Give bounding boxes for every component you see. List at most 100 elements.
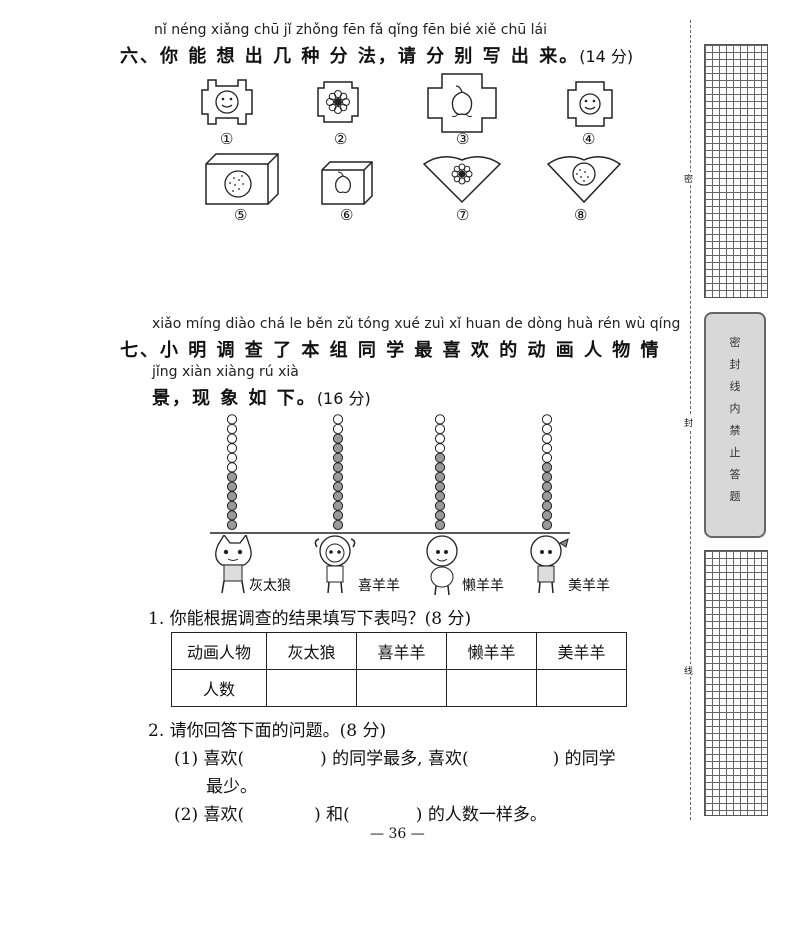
flower-icon (451, 163, 473, 185)
characters-row-2 (426, 535, 569, 596)
binding-mark-bottom: 线 (684, 664, 694, 677)
bead-empty (434, 414, 446, 425)
shape-number-6: ⑥ (340, 206, 354, 224)
bead-filled (434, 519, 446, 531)
bead-empty (332, 423, 344, 435)
seal-char: 禁 (729, 424, 741, 437)
shape-number-1: ① (220, 130, 234, 148)
bead-empty (434, 433, 446, 444)
bead-filled (226, 471, 238, 483)
answer-cell-xiyangyang[interactable] (356, 669, 447, 707)
bead-filled (434, 462, 446, 473)
question-1: 1. 你能根据调查的结果填写下表吗？(8 分) (148, 609, 472, 629)
bead-filled (226, 510, 238, 521)
grid-panel-top (704, 44, 768, 298)
character-label-2: 喜羊羊 (358, 578, 400, 594)
bead-filled (434, 481, 446, 492)
character-label-1: 灰太狼 (249, 578, 291, 594)
section7-title-2: 景，现 象 如 下。(16 分) (152, 384, 371, 410)
shape-number-4: ④ (582, 130, 596, 148)
bead-filled (332, 443, 344, 454)
section6-pinyin: nǐ néng xiǎng chū jǐ zhǒng fēn fǎ qǐng f… (154, 22, 547, 38)
seal-char: 密 (729, 336, 741, 349)
bead-filled (541, 491, 553, 502)
bead-filled (332, 500, 344, 511)
bead-filled (434, 471, 446, 483)
section6-title: 六、你 能 想 出 几 种 分 法，请 分 别 写 出 来。(14 分) (120, 42, 633, 68)
bead-empty (434, 443, 446, 454)
seal-char: 内 (729, 402, 741, 415)
table-header-row: 动画人物 灰太狼 喜羊羊 懒羊羊 美羊羊 (171, 632, 627, 670)
bead-filled (226, 481, 238, 492)
q2-2-part-c: ) 的人数一样多。 (415, 805, 547, 825)
bead-empty (541, 414, 553, 425)
answer-cell-lanyangyang[interactable] (446, 669, 537, 707)
section7-title-2-text: 景，现 象 如 下。 (152, 388, 317, 409)
section7-score: (16 分) (316, 389, 371, 408)
q2-1-part-b: ) 的同学最多, 喜欢( (320, 749, 469, 769)
shape-1 (201, 79, 253, 125)
bead-empty (434, 423, 446, 435)
table-header-cell: 喜羊羊 (356, 632, 447, 670)
dotted-fruit-icon (224, 170, 252, 198)
table-header-cell: 动画人物 (171, 632, 267, 670)
q2-1-part-d: 最少。 (206, 777, 257, 797)
section7-title-1: 七、小 明 调 查 了 本 组 同 学 最 喜 欢 的 动 画 人 物 情 (120, 340, 661, 361)
section6-title-text: 六、你 能 想 出 几 种 分 法，请 分 别 写 出 来。 (120, 46, 580, 67)
q2-2-part-b: ) 和( (314, 805, 350, 825)
seal-char: 封 (729, 358, 741, 371)
shape-3 (427, 73, 497, 133)
seal-char: 题 (729, 490, 741, 503)
bead-filled (332, 510, 344, 521)
bead-filled (332, 481, 344, 492)
bead-empty (226, 433, 238, 444)
bead-empty (541, 443, 553, 454)
q2-1-part-c: ) 的同学 (552, 749, 616, 769)
question-2-1: (1) 喜欢() 的同学最多, 喜欢() 的同学 (174, 744, 616, 769)
bead-filled (226, 500, 238, 511)
bead-empty (541, 452, 553, 463)
question-2-2: (2) 喜欢( ) 和( ) 的人数一样多。 (174, 800, 547, 825)
bead-empty (226, 414, 238, 425)
shape-number-3: ③ (456, 130, 470, 148)
q2-2-part-a: (2) 喜欢( (174, 805, 245, 825)
bead-filled (541, 500, 553, 511)
bead-filled (226, 519, 238, 531)
bead-empty (332, 414, 344, 425)
table-row-label: 人数 (171, 669, 267, 707)
shapes-row-1 (201, 73, 613, 133)
question-2: 2. 请你回答下面的问题。(8 分) (148, 721, 387, 741)
seal-char: 答 (729, 468, 741, 481)
bead-filled (541, 510, 553, 521)
pretty-sheep-character-icon (530, 535, 569, 594)
bead-filled (434, 452, 446, 463)
bead-filled (434, 500, 446, 511)
shape-number-7: ⑦ (456, 206, 470, 224)
answer-cell-wolf[interactable] (266, 669, 357, 707)
bead-filled (332, 491, 344, 502)
character-label-3: 懒羊羊 (462, 578, 504, 594)
characters-row (215, 535, 356, 594)
bead-filled (541, 481, 553, 492)
section7-pinyin-1: xiǎo míng diào chá le běn zǔ tóng xué zu… (152, 316, 681, 332)
lazy-sheep-character-icon (426, 535, 458, 596)
bead-empty (226, 462, 238, 473)
bead-filled (332, 452, 344, 463)
bead-empty (226, 452, 238, 463)
smiley-face-icon (215, 90, 239, 114)
bead-filled (541, 471, 553, 483)
character-label-4: 美羊羊 (568, 578, 610, 594)
bead-filled (332, 433, 344, 444)
section7-pinyin-2: jǐng xiàn xiàng rú xià (152, 364, 299, 380)
binding-mark-mid: 封 (684, 416, 694, 429)
table-header-cell: 灰太狼 (266, 632, 357, 670)
bead-filled (541, 462, 553, 473)
bead-empty (226, 423, 238, 435)
shape-8 (546, 156, 622, 204)
answer-cell-meiyangyang[interactable] (536, 669, 627, 707)
shape-5 (205, 153, 279, 205)
table-row: 人数 (171, 669, 627, 707)
bead-filled (434, 510, 446, 521)
bead-filled (332, 471, 344, 483)
page-number: — 36 — (370, 826, 425, 842)
